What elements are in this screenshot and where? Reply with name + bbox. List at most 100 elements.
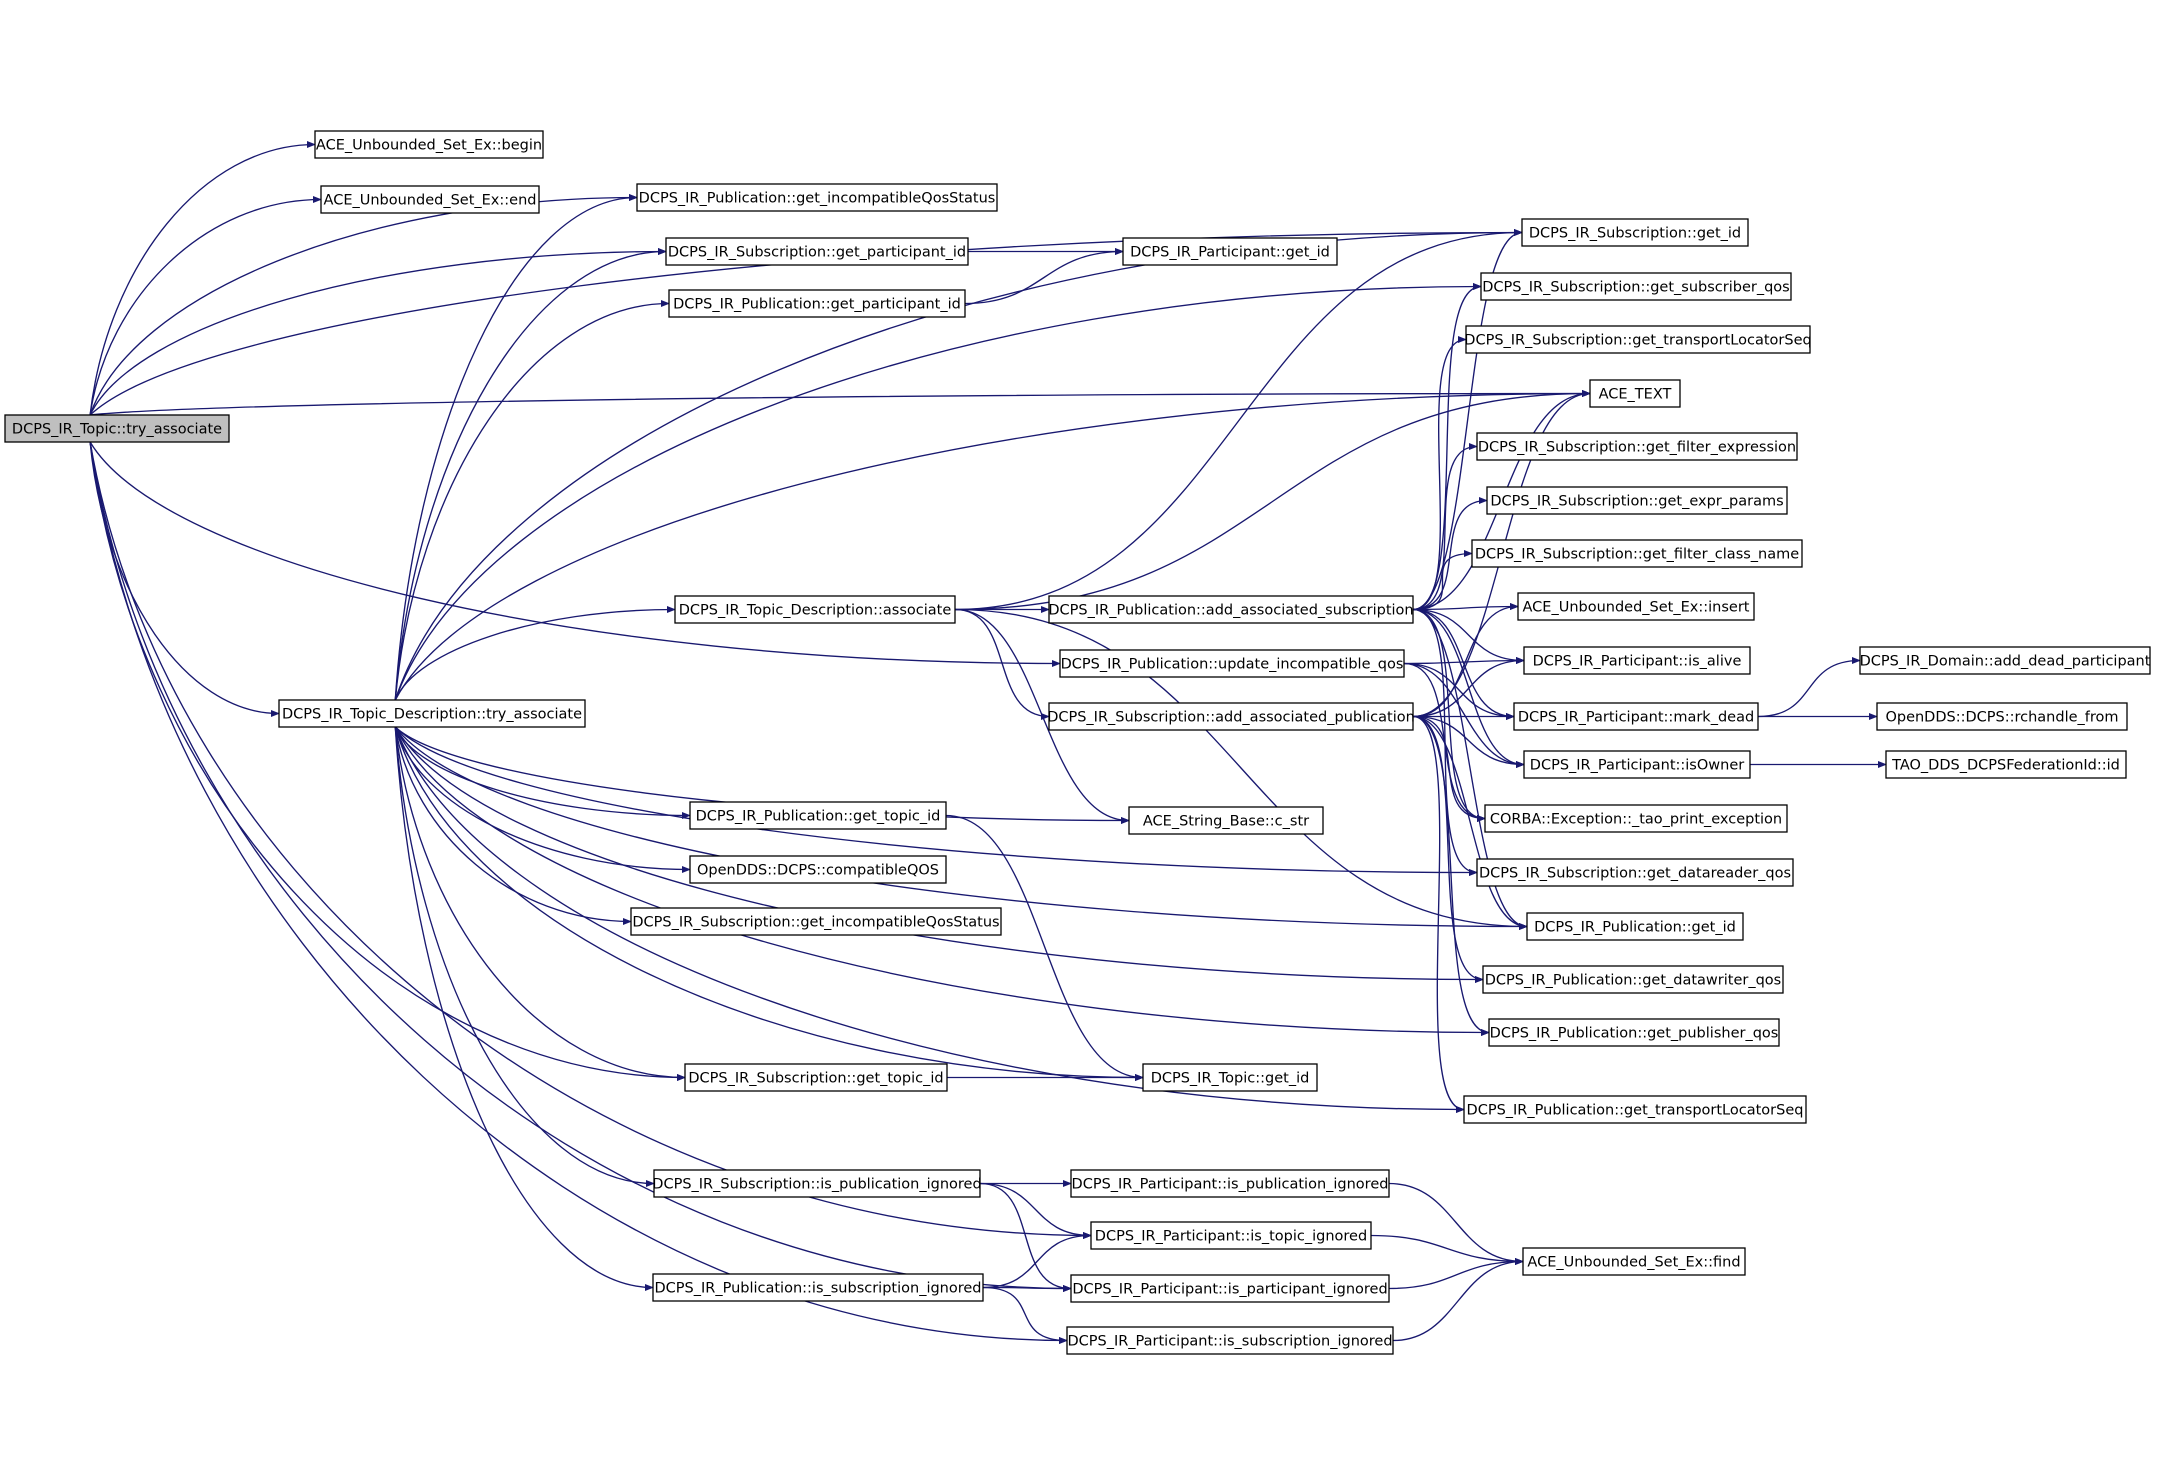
edge-topicdesc_associate-to-pub_get_id <box>954 608 1528 931</box>
node-pub-get-pubqos[interactable]: DCPS_IR_Publication::get_publisher_qos <box>1488 1018 1780 1047</box>
node-label: DCPS_IR_Publication::update_incompatible… <box>1061 657 1404 673</box>
node-sub-get-tls[interactable]: DCPS_IR_Subscription::get_transportLocat… <box>1464 325 1812 354</box>
node-part-is-owner[interactable]: DCPS_IR_Participant::isOwner <box>1523 750 1751 779</box>
edge-part_is_topic_ignored-to-ace_find <box>1370 1234 1524 1266</box>
node-label: ACE_Unbounded_Set_Ex::find <box>1527 1255 1740 1271</box>
edge-pub_add_assoc_sub-to-part_is_alive <box>1412 608 1525 665</box>
node-sub-get-expr-params[interactable]: DCPS_IR_Subscription::get_expr_params <box>1486 486 1788 515</box>
edge-sub_add_assoc_pub-to-pub_get_id <box>1412 715 1528 931</box>
node-part-mark-dead[interactable]: DCPS_IR_Participant::mark_dead <box>1513 702 1759 731</box>
node-tao-fed-id[interactable]: TAO_DDS_DCPSFederationId::id <box>1885 750 2127 779</box>
node-part-is-sub-ignored[interactable]: DCPS_IR_Participant::is_subscription_ign… <box>1066 1326 1394 1355</box>
node-box <box>1513 702 1759 731</box>
node-label: DCPS_IR_Subscription::get_id <box>1529 226 1741 242</box>
node-ace-find[interactable]: ACE_Unbounded_Set_Ex::find <box>1522 1247 1746 1276</box>
node-sub-add-assoc-pub[interactable]: DCPS_IR_Subscription::add_associated_pub… <box>1047 702 1415 731</box>
node-sub-get-incompat[interactable]: DCPS_IR_Subscription::get_incompatibleQo… <box>630 907 1002 936</box>
node-pub-get-incompat[interactable]: DCPS_IR_Publication::get_incompatibleQos… <box>636 183 998 212</box>
edge-topicdesc_try_assoc-to-pub_get_pubqos <box>394 726 1490 1037</box>
node-label: DCPS_IR_Participant::isOwner <box>1530 758 1744 774</box>
node-domain-add-dead[interactable]: DCPS_IR_Domain::add_dead_participant <box>1859 646 2151 675</box>
node-label: DCPS_IR_Topic_Description::associate <box>679 603 952 619</box>
node-root[interactable]: DCPS_IR_Topic::try_associate <box>4 414 230 443</box>
node-part-is-topic-ignored[interactable]: DCPS_IR_Participant::is_topic_ignored <box>1090 1221 1372 1250</box>
edge-topicdesc_try_assoc-to-compatible_qos <box>394 726 691 874</box>
node-label: DCPS_IR_Publication::get_participant_id <box>673 297 961 313</box>
node-pub-update-incompat[interactable]: DCPS_IR_Publication::update_incompatible… <box>1059 649 1405 678</box>
node-box <box>630 907 1002 936</box>
edge-pub_get_part_id-to-part_get_id <box>964 247 1124 305</box>
node-box <box>1488 1018 1780 1047</box>
node-label: CORBA::Exception::_tao_print_exception <box>1490 812 1782 828</box>
edge-sub_is_pub_ignored-to-part_is_topic_ignored <box>979 1182 1092 1240</box>
node-sub-get-subqos[interactable]: DCPS_IR_Subscription::get_subscriber_qos <box>1480 272 1792 301</box>
node-label: DCPS_IR_Publication::add_associated_subs… <box>1048 603 1413 619</box>
node-compatible-qos[interactable]: OpenDDS::DCPS::compatibleQOS <box>689 855 947 884</box>
node-sub-get-filter-class[interactable]: DCPS_IR_Subscription::get_filter_class_n… <box>1471 539 1803 568</box>
node-box <box>1885 750 2127 779</box>
node-box <box>1859 646 2151 675</box>
node-box <box>1589 379 1681 408</box>
node-box <box>1486 486 1788 515</box>
node-label: DCPS_IR_Subscription::get_datareader_qos <box>1479 866 1791 882</box>
node-pub-add-assoc-sub[interactable]: DCPS_IR_Publication::add_associated_subs… <box>1048 595 1414 624</box>
node-sub-get-id[interactable]: DCPS_IR_Subscription::get_id <box>1521 218 1749 247</box>
node-sub-get-filter-expr[interactable]: DCPS_IR_Subscription::get_filter_express… <box>1476 432 1798 461</box>
node-label: TAO_DDS_DCPSFederationId::id <box>1891 758 2120 774</box>
node-part-is-part-ignored[interactable]: DCPS_IR_Participant::is_participant_igno… <box>1070 1274 1390 1303</box>
node-corba-print-ex[interactable]: CORBA::Exception::_tao_print_exception <box>1484 804 1788 833</box>
node-label: DCPS_IR_Publication::get_datawriter_qos <box>1485 973 1781 989</box>
edge-part_is_part_ignored-to-ace_find <box>1388 1257 1524 1290</box>
edge-pub_add_assoc_sub-to-sub_get_expr_params <box>1412 496 1488 611</box>
node-ace-cstr[interactable]: ACE_String_Base::c_str <box>1128 806 1324 835</box>
edge-pub_update_incompat-to-part_mark_dead <box>1403 662 1515 721</box>
node-pub-get-dw-qos[interactable]: DCPS_IR_Publication::get_datawriter_qos <box>1482 965 1784 994</box>
node-box <box>668 289 966 318</box>
node-ace-insert[interactable]: ACE_Unbounded_Set_Ex::insert <box>1517 592 1755 621</box>
node-box <box>653 1169 981 1198</box>
node-topicdesc-associate[interactable]: DCPS_IR_Topic_Description::associate <box>674 595 956 624</box>
edge-root-to-ace_end <box>89 195 322 416</box>
node-box <box>652 1273 984 1302</box>
node-label: DCPS_IR_Publication::get_transportLocato… <box>1467 1103 1804 1119</box>
node-pub-get-topic-id[interactable]: DCPS_IR_Publication::get_topic_id <box>689 801 947 830</box>
edge-topicdesc_try_assoc-to-pub_get_incompat <box>394 193 638 701</box>
node-box <box>1484 804 1788 833</box>
edge-topicdesc_try_assoc-to-ace_cstr <box>394 726 1130 825</box>
node-ace-text[interactable]: ACE_TEXT <box>1589 379 1681 408</box>
edge-pub_is_sub_ignored-to-part_is_topic_ignored <box>982 1231 1092 1289</box>
node-sub-get-topic-id[interactable]: DCPS_IR_Subscription::get_topic_id <box>684 1063 948 1092</box>
node-pub-get-part-id[interactable]: DCPS_IR_Publication::get_participant_id <box>668 289 966 318</box>
edge-topicdesc_try_assoc-to-pub_get_id <box>394 726 1528 931</box>
edge-sub_add_assoc_pub-to-part_is_alive <box>1412 656 1525 718</box>
edge-pub_add_assoc_sub-to-pub_get_id <box>1412 608 1528 931</box>
edge-topicdesc_associate-to-sub_get_id <box>954 228 1523 611</box>
edge-pub_update_incompat-to-part_is_owner <box>1403 662 1525 769</box>
node-ace-end[interactable]: ACE_Unbounded_Set_Ex::end <box>320 185 540 214</box>
node-part-is-alive[interactable]: DCPS_IR_Participant::is_alive <box>1523 646 1751 675</box>
node-topicdesc-try-assoc[interactable]: DCPS_IR_Topic_Description::try_associate <box>278 699 586 728</box>
node-box <box>1122 237 1338 266</box>
node-part-is-pub-ignored[interactable]: DCPS_IR_Participant::is_publication_igno… <box>1070 1169 1390 1198</box>
edge-pub_get_topic_id-to-topic_get_id <box>945 814 1144 1082</box>
node-label: OpenDDS::DCPS::compatibleQOS <box>697 863 939 879</box>
node-sub-get-part-id[interactable]: DCPS_IR_Subscription::get_participant_id <box>665 237 969 266</box>
node-label: ACE_Unbounded_Set_Ex::begin <box>316 138 542 154</box>
node-sub-is-pub-ignored[interactable]: DCPS_IR_Subscription::is_publication_ign… <box>652 1169 982 1198</box>
node-label: DCPS_IR_Participant::is_subscription_ign… <box>1067 1334 1392 1350</box>
node-ace-begin[interactable]: ACE_Unbounded_Set_Ex::begin <box>314 130 544 159</box>
node-box <box>1070 1169 1390 1198</box>
edge-topicdesc_try_assoc-to-pub_is_sub_ignored <box>394 726 654 1292</box>
node-rchandle-from[interactable]: OpenDDS::DCPS::rchandle_from <box>1876 702 2128 731</box>
edge-pub_is_sub_ignored-to-part_is_part_ignored <box>982 1284 1072 1293</box>
node-box <box>689 801 947 830</box>
node-topic-get-id[interactable]: DCPS_IR_Topic::get_id <box>1142 1063 1318 1092</box>
edge-topicdesc_try_assoc-to-sub_get_subqos <box>394 282 1482 701</box>
node-pub-is-sub-ignored[interactable]: DCPS_IR_Publication::is_subscription_ign… <box>652 1273 984 1302</box>
node-part-get-id[interactable]: DCPS_IR_Participant::get_id <box>1122 237 1338 266</box>
node-pub-get-tls[interactable]: DCPS_IR_Publication::get_transportLocato… <box>1463 1095 1807 1124</box>
node-pub-get-id[interactable]: DCPS_IR_Publication::get_id <box>1526 912 1744 941</box>
node-sub-get-dr-qos[interactable]: DCPS_IR_Subscription::get_datareader_qos <box>1476 858 1794 887</box>
edge-root-to-pub_update_incompat <box>89 441 1061 668</box>
node-box <box>1128 806 1324 835</box>
